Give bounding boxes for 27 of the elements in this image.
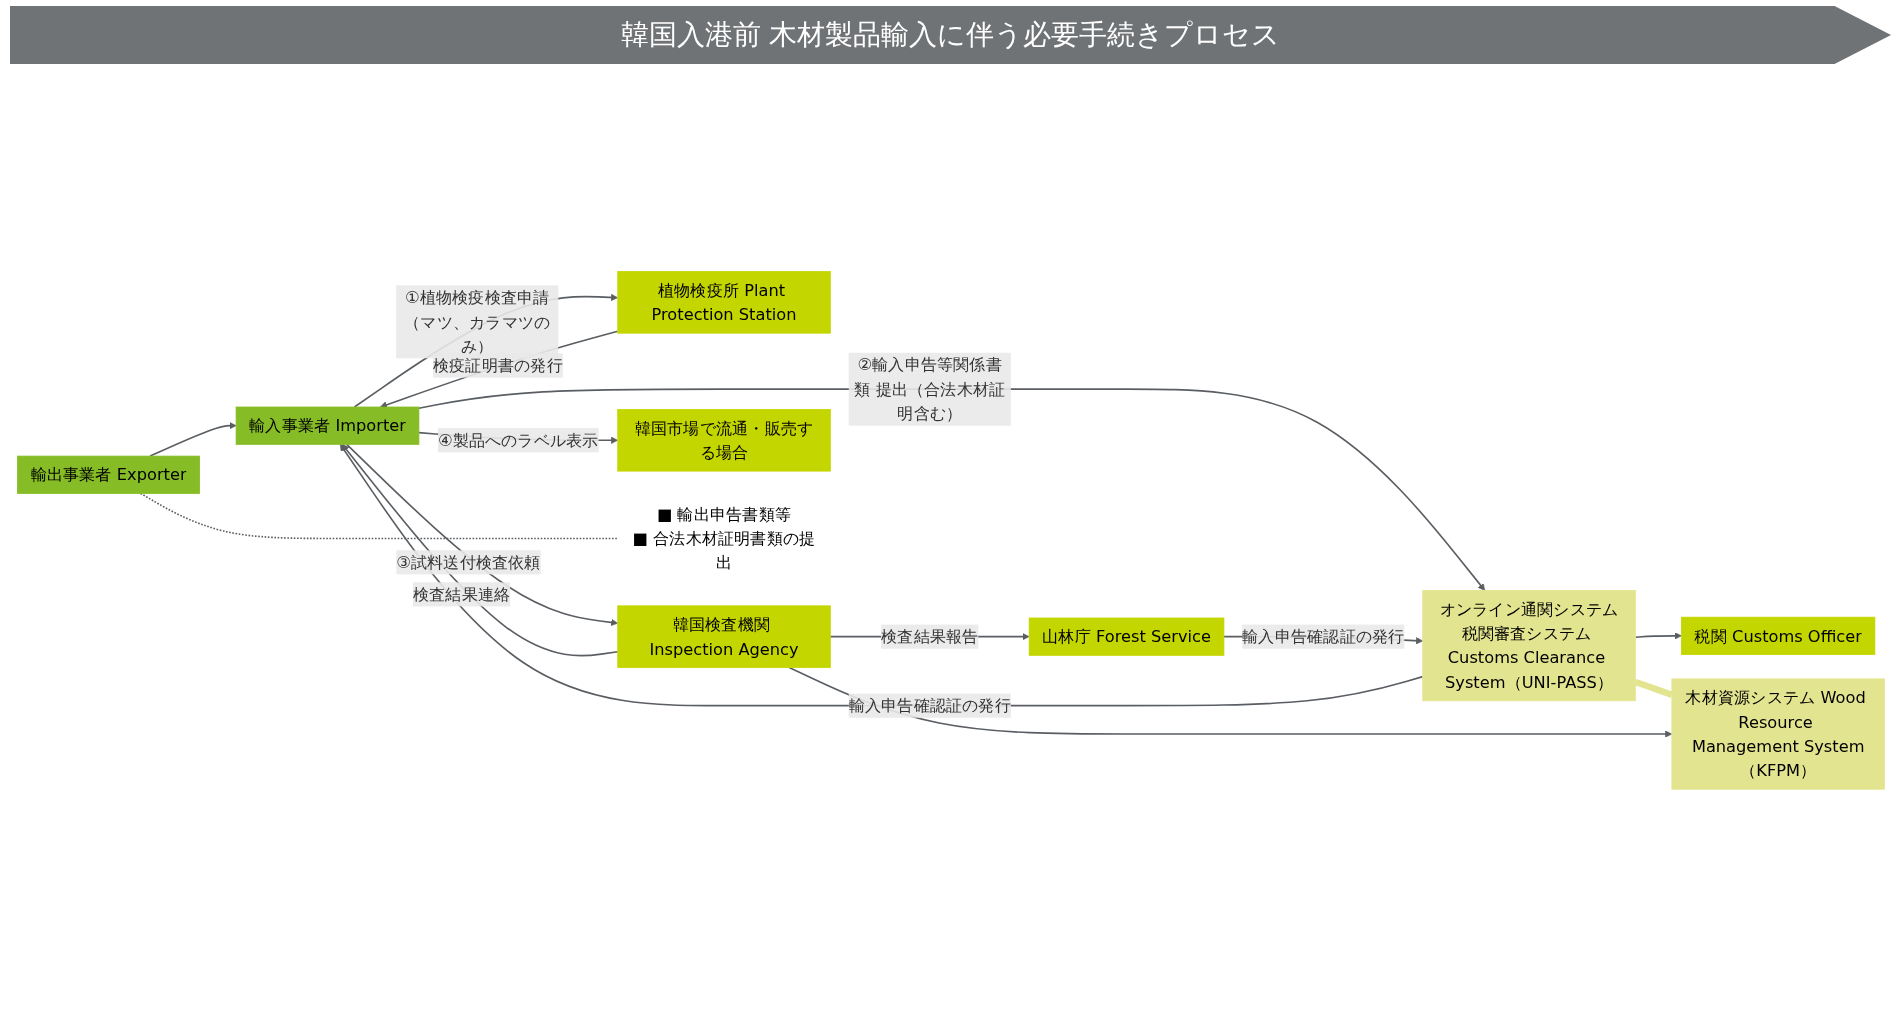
node-box: 韓国市場で流通・販売する場合 [616,408,831,472]
edge-label: ②輸入申告等関係書類 提出（合法木材証明含む） [853,354,1005,423]
edge-label: 検疫証明書の発行 [432,355,563,375]
edge-label: 輸入申告確認証の発行 [848,695,1011,716]
connector [1633,678,1673,698]
title-banner: 韓国入港前 木材製品輸入に伴う必要手続きプロセス [10,6,1891,64]
node-text: ■ 輸出申告書類等 ■ 合法木材証明書類の提出 [632,504,815,573]
arrow [1634,631,1682,640]
arrow [341,443,619,657]
arrow [345,443,618,626]
node-box: 植物検疫所 Plant Protection Station [616,270,831,334]
node-box: 山林庁 Forest Service [1028,617,1224,656]
edge-label: ④製品へのラベル表示 [437,430,599,450]
node-box: 輸入事業者 Importer [235,406,419,445]
edge-label: ①植物検疫検査申請（マツ、カラマツのみ） [403,287,550,356]
node-box: 輸出事業者 Exporter [16,455,200,494]
node-box: 木材資源システム Wood Resource Management System（KFPM） [1670,678,1885,790]
node-box: 韓国検査機関 Inspection Agency [616,605,831,668]
arrow [787,666,1672,738]
arrow [353,293,618,408]
edge-label: ③試料送付検査依頼 [395,552,541,572]
edge-label: 検査結果連絡 [412,584,510,604]
edge-label: 輸入申告確認証の発行 [1241,626,1404,647]
node-box: オンライン通関システム税関審査システム Customs Clearance System（UNI-PASS） [1421,589,1636,701]
node-box: 税関 Customs Officer [1680,616,1875,655]
edge-label: 検査結果報告 [880,626,978,647]
arrow [379,330,619,408]
